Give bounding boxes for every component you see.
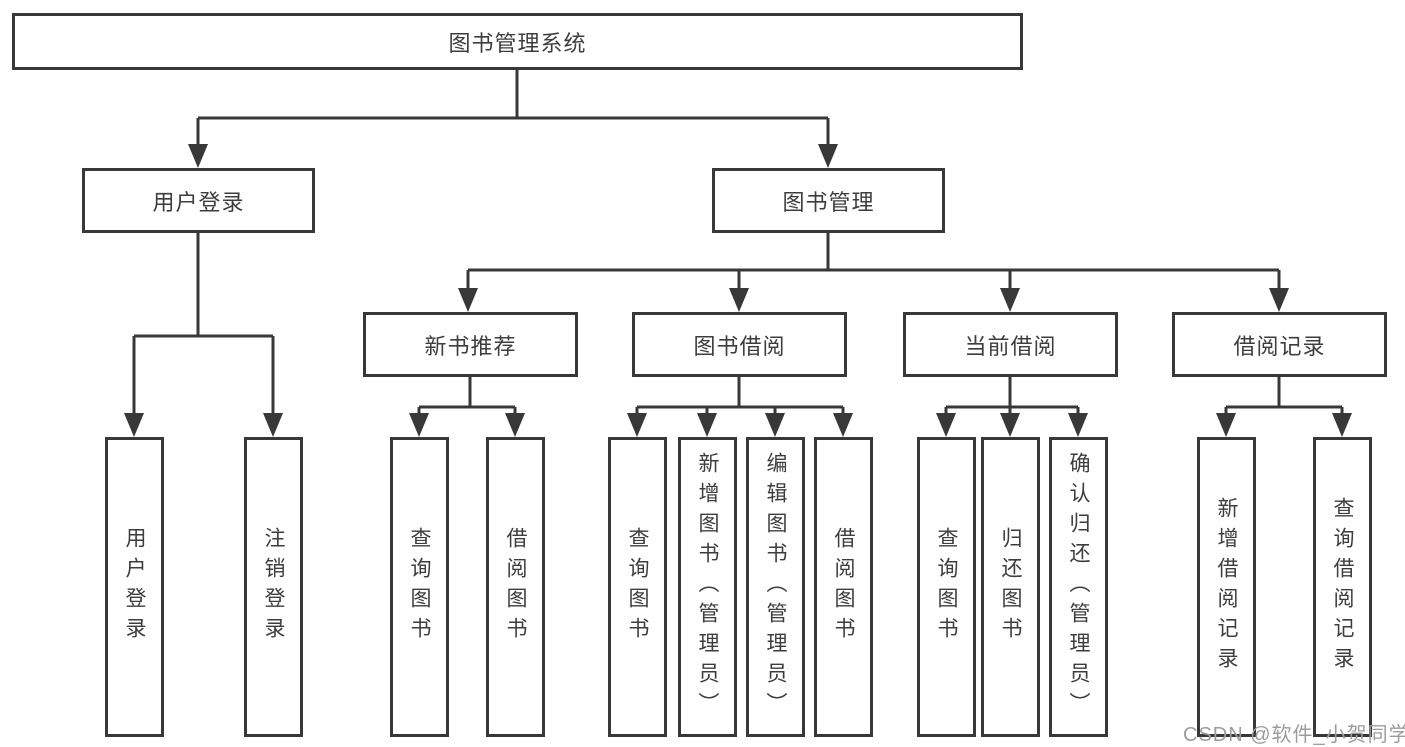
node-user-login-label: 用户登录 <box>152 189 245 215</box>
node-bb-query-books-label: 查询图书 <box>626 527 650 647</box>
node-cb-confirm-return-admin-label: 确认归还（管理员） <box>1067 452 1091 722</box>
node-cb-return-books-label: 归还图书 <box>999 527 1023 647</box>
node-current-borrowing: 当前借阅 <box>903 312 1118 377</box>
node-cb-confirm-return-admin: 确认归还（管理员） <box>1049 437 1108 737</box>
node-book-management-label: 图书管理 <box>782 189 875 215</box>
node-logout-action: 注销登录 <box>244 437 303 737</box>
node-borrowing-records: 借阅记录 <box>1172 312 1387 377</box>
node-br-query-borrow-record-label: 查询借阅记录 <box>1331 497 1355 677</box>
node-bb-query-books: 查询图书 <box>608 437 667 737</box>
node-current-borrowing-label: 当前借阅 <box>964 333 1057 359</box>
node-cb-query-books: 查询图书 <box>917 437 976 737</box>
node-nbr-query-books: 查询图书 <box>390 437 449 737</box>
node-borrowing-records-label: 借阅记录 <box>1233 333 1326 359</box>
node-br-add-borrow-record-label: 新增借阅记录 <box>1215 497 1239 677</box>
node-nbr-borrow-books-label: 借阅图书 <box>504 527 528 647</box>
node-cb-query-books-label: 查询图书 <box>935 527 959 647</box>
node-bb-add-books-admin: 新增图书（管理员） <box>678 437 737 737</box>
node-book-borrowing-label: 图书借阅 <box>693 333 786 359</box>
node-cb-return-books: 归还图书 <box>981 437 1040 737</box>
node-book-borrowing: 图书借阅 <box>632 312 847 377</box>
node-new-book-recommendation-label: 新书推荐 <box>424 333 517 359</box>
node-user-login: 用户登录 <box>82 168 315 233</box>
node-logout-action-label: 注销登录 <box>262 527 286 647</box>
node-root: 图书管理系统 <box>12 13 1023 70</box>
node-bb-borrow-books-label: 借阅图书 <box>832 527 856 647</box>
node-br-add-borrow-record: 新增借阅记录 <box>1197 437 1256 737</box>
csdn-watermark: CSDN @软件_小贺同学 <box>1183 724 1405 746</box>
node-new-book-recommendation: 新书推荐 <box>363 312 578 377</box>
node-login-action-label: 用户登录 <box>123 527 147 647</box>
node-nbr-query-books-label: 查询图书 <box>408 527 432 647</box>
node-br-query-borrow-record: 查询借阅记录 <box>1313 437 1372 737</box>
node-bb-edit-books-admin-label: 编辑图书（管理员） <box>764 452 788 722</box>
node-bb-add-books-admin-label: 新增图书（管理员） <box>696 452 720 722</box>
node-bb-borrow-books: 借阅图书 <box>814 437 873 737</box>
node-login-action: 用户登录 <box>105 437 164 737</box>
node-root-label: 图书管理系统 <box>448 30 587 56</box>
node-book-management: 图书管理 <box>712 168 945 233</box>
node-bb-edit-books-admin: 编辑图书（管理员） <box>746 437 805 737</box>
node-nbr-borrow-books: 借阅图书 <box>486 437 545 737</box>
